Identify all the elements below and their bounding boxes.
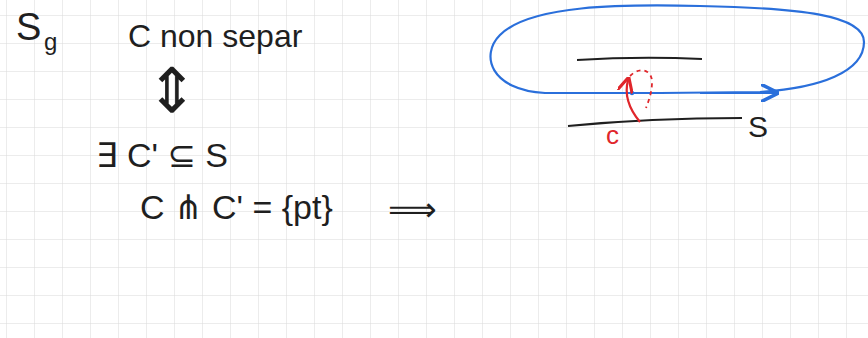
statement: C non separ <box>128 20 302 52</box>
curve-c-prime <box>490 5 864 93</box>
statement: C ⋔ C' = {pt} <box>140 190 333 224</box>
intersection-point <box>630 91 634 95</box>
curve-arrow <box>700 92 775 94</box>
surface-label: S <box>748 112 768 142</box>
implies-symbol: ⟹ <box>388 192 437 226</box>
surface-name: S <box>16 8 41 46</box>
statement: ∃ C' ⊆ S <box>96 138 228 172</box>
surface-line <box>568 118 742 126</box>
curve-label: c <box>606 122 619 148</box>
equivalence-symbol: ⇕ <box>146 60 198 122</box>
curve-c <box>627 80 640 122</box>
surface-line <box>577 58 702 60</box>
curve-c-hidden <box>630 70 652 108</box>
subscript: g <box>44 30 57 54</box>
